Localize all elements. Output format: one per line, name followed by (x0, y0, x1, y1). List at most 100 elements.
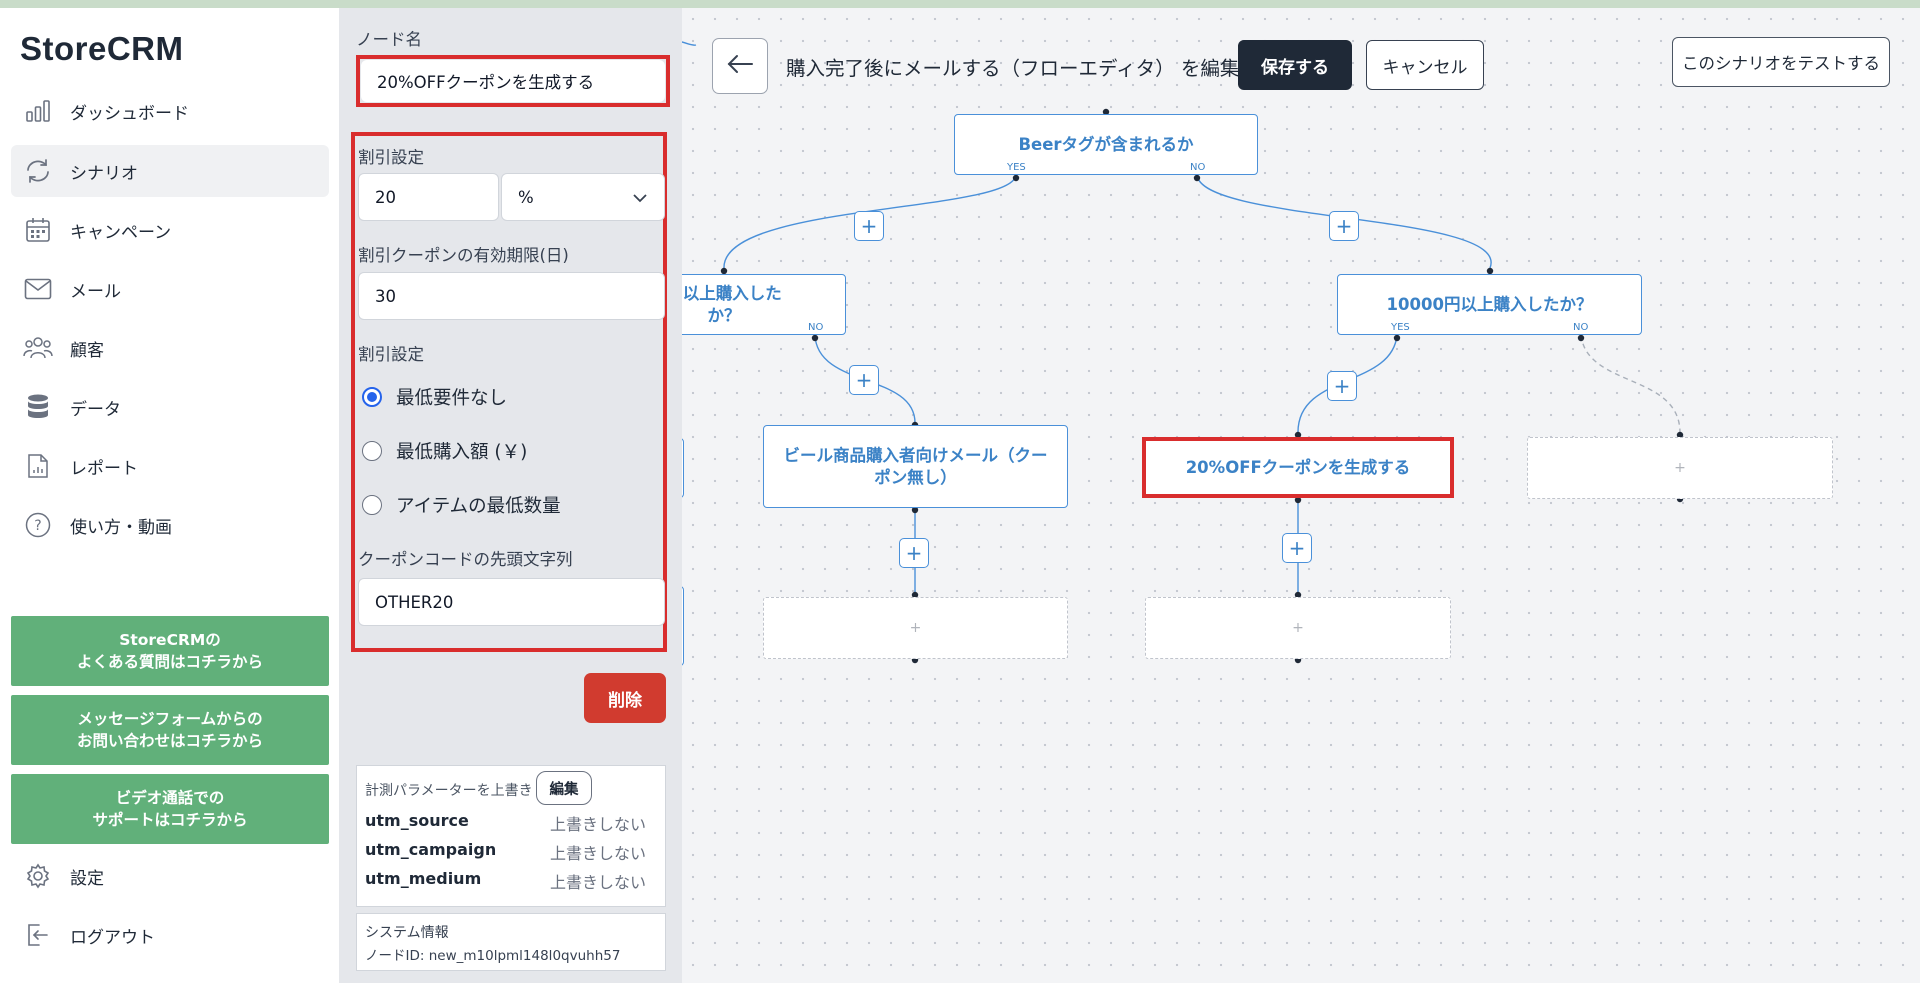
placeholder-node[interactable]: + (763, 597, 1068, 659)
discount-value-input[interactable]: 20 (358, 173, 499, 221)
add-node-button[interactable]: + (1282, 533, 1312, 563)
condition-option-min-amount[interactable]: 最低購入額 (￥) (362, 438, 527, 464)
sidebar-item-settings[interactable]: 設定 (11, 850, 329, 902)
radio-unselected[interactable] (362, 441, 382, 461)
no-label: NO (1573, 322, 1589, 333)
add-node-button[interactable]: + (854, 211, 884, 241)
condition-option-label: 最低購入額 (￥) (396, 442, 528, 463)
offscreen-node[interactable] (682, 438, 684, 498)
sidebar-item-dashboard[interactable]: ダッシュボード (11, 85, 329, 137)
yes-label: YES (1391, 322, 1410, 333)
utm-campaign-value: 上書きしない (550, 844, 647, 863)
sidebar: StoreCRM ダッシュボード シナリオ キャンペーン メール 顧客 データ (0, 8, 340, 983)
video-support-button-line1: ビデオ通話での (115, 789, 225, 807)
sidebar-item-label: データ (70, 399, 121, 420)
tracking-params-title: 計測パラメーターを上書き (365, 783, 533, 799)
faq-button-line2: よくある質問はコチラから (76, 653, 263, 671)
sidebar-item-customers[interactable]: 顧客 (11, 322, 329, 374)
flow-canvas[interactable]: 購入完了後にメールする（フローエディタ） を編集中 保存する キャンセル このシ… (682, 8, 1920, 983)
flow-node-right-purchase[interactable]: 10000円以上購入したか？ YES NO (1337, 274, 1642, 335)
sidebar-item-label: メール (70, 281, 121, 302)
radio-selected[interactable] (362, 387, 382, 407)
expiry-input[interactable]: 30 (358, 272, 665, 320)
logout-label: ログアウト (70, 927, 155, 948)
condition-option-label: 最低要件なし (396, 388, 508, 409)
flow-node-label: 20%OFFクーポンを生成する (1185, 457, 1411, 477)
radio-unselected[interactable] (362, 495, 382, 515)
chevron-down-icon (632, 188, 648, 207)
cancel-button[interactable]: キャンセル (1366, 40, 1484, 90)
flow-node-left-purchase[interactable]: 円以上購入したか？ NO (682, 274, 846, 335)
sidebar-item-help[interactable]: ? 使い方・動画 (11, 499, 329, 551)
sidebar-item-label: シナリオ (70, 163, 138, 184)
sidebar-item-logout[interactable]: ログアウト (11, 909, 329, 961)
contact-form-button[interactable]: メッセージフォームからの お問い合わせはコチラから (11, 695, 329, 765)
placeholder-node[interactable]: + (1527, 437, 1833, 499)
logout-icon (23, 920, 53, 950)
video-support-button[interactable]: ビデオ通話での サポートはコチラから (11, 774, 329, 844)
settings-highlight (351, 132, 667, 652)
sidebar-item-label: 使い方・動画 (70, 517, 172, 538)
placeholder-node[interactable]: + (1145, 597, 1451, 659)
flow-node-coupon-selected[interactable]: 20%OFFクーポンを生成する (1142, 437, 1454, 498)
flow-node-label: 10000円以上購入したか？ (1386, 294, 1593, 314)
condition-option-min-quantity[interactable]: アイテムの最低数量 (362, 492, 561, 518)
flow-node-beer-tag[interactable]: Beerタグが含まれるか YES NO (954, 114, 1258, 175)
utm-medium-value: 上書きしない (550, 873, 647, 892)
sidebar-item-mail[interactable]: メール (11, 263, 329, 315)
node-name-label: ノード名 (356, 30, 422, 49)
delete-button[interactable]: 削除 (584, 673, 666, 723)
faq-button-line1: StoreCRMの (119, 631, 221, 649)
offscreen-node[interactable] (682, 586, 684, 666)
prefix-label: クーポンコードの先頭文字列 (358, 550, 573, 569)
plus-icon: + (909, 620, 922, 636)
utm-source-key: utm_source (365, 811, 469, 830)
video-support-button-line2: サポートはコチラから (92, 811, 248, 829)
flow-node-beer-mail[interactable]: ビール商品購入者向けメール（クー ポン無し） (763, 425, 1068, 508)
discount-unit-value: % (518, 187, 534, 207)
node-editor-panel: ノード名 20%OFFクーポンを生成する 割引設定 20 % 割引クーポンの有効… (340, 8, 682, 983)
add-node-button[interactable]: + (899, 538, 929, 568)
calendar-icon (23, 215, 53, 245)
system-info-box: システム情報 ノードID: new_m10lpml148l0qvuhh57 (356, 913, 666, 971)
faq-button[interactable]: StoreCRMの よくある質問はコチラから (11, 616, 329, 686)
arrow-left-icon (726, 54, 754, 78)
tracking-edit-button[interactable]: 編集 (536, 771, 592, 805)
top-strip (0, 0, 1920, 8)
condition-option-none[interactable]: 最低要件なし (362, 384, 507, 410)
utm-source-value: 上書きしない (550, 815, 647, 834)
add-node-button[interactable]: + (1329, 211, 1359, 241)
database-icon (23, 392, 53, 422)
discount-unit-select[interactable]: % (501, 173, 665, 221)
node-name-input[interactable]: 20%OFFクーポンを生成する (361, 60, 665, 102)
add-node-button[interactable]: + (849, 365, 879, 395)
no-label: NO (1190, 162, 1206, 173)
prefix-input[interactable]: OTHER20 (358, 578, 665, 626)
flow-node-label-line2: ポン無し） (874, 467, 957, 487)
plus-icon: + (1674, 460, 1686, 476)
node-id-text: ノードID: new_m10lpml148l0qvuhh57 (365, 948, 621, 964)
help-circle-icon: ? (23, 510, 53, 540)
sidebar-item-scenario[interactable]: シナリオ (11, 145, 329, 197)
gear-icon (23, 861, 53, 891)
sidebar-item-label: キャンペーン (70, 222, 172, 243)
sidebar-item-data[interactable]: データ (11, 381, 329, 433)
utm-medium-key: utm_medium (365, 869, 482, 888)
flow-node-label: 円以上購入したか？ (682, 283, 782, 325)
utm-campaign-key: utm_campaign (365, 840, 497, 859)
add-node-button[interactable]: + (1327, 371, 1357, 401)
sidebar-item-label: レポート (70, 458, 138, 479)
settings-label: 設定 (70, 868, 104, 889)
test-scenario-button[interactable]: このシナリオをテストする (1672, 37, 1890, 87)
sidebar-item-report[interactable]: レポート (11, 440, 329, 492)
back-button[interactable] (712, 38, 768, 94)
refresh-icon (23, 156, 53, 186)
save-button[interactable]: 保存する (1238, 40, 1352, 90)
node-name-highlight (356, 55, 670, 107)
sidebar-item-label: 顧客 (70, 340, 104, 361)
contact-form-button-line2: お問い合わせはコチラから (76, 732, 263, 750)
sidebar-item-campaign[interactable]: キャンペーン (11, 204, 329, 256)
condition-label: 割引設定 (358, 345, 424, 364)
system-info-title: システム情報 (365, 925, 449, 941)
mail-icon (23, 274, 53, 304)
